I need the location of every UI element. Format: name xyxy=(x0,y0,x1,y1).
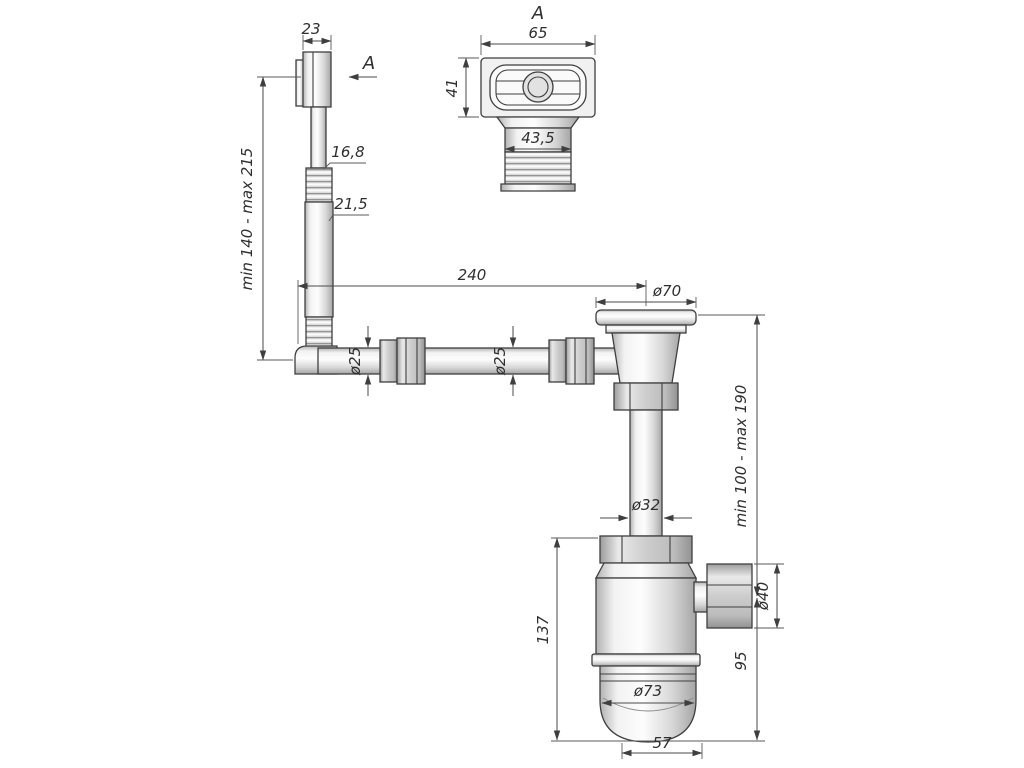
dim-41-label: 41 xyxy=(443,78,461,97)
dim-min140-max215-label: min 140 - max 215 xyxy=(238,148,256,291)
horizontal-pipe-run xyxy=(317,337,643,385)
dim-d32-label: ø32 xyxy=(631,496,660,514)
overflow-grate-section-view xyxy=(480,57,596,192)
dim-43-5-label: 43,5 xyxy=(521,129,554,147)
dim-d25-first-label: ø25 xyxy=(346,347,364,376)
overflow-assembly xyxy=(294,51,338,375)
union-nut-first xyxy=(379,337,426,385)
bottle-trap xyxy=(591,535,753,743)
union-nut-second xyxy=(548,337,595,385)
dim-95-label: 95 xyxy=(732,651,750,670)
section-view-title: A xyxy=(531,3,544,24)
dim-21-5-label: 21,5 xyxy=(334,195,367,213)
dim-137-label: 137 xyxy=(534,615,552,644)
dim-d70-label: ø70 xyxy=(652,282,681,300)
dim-d40-label: ø40 xyxy=(754,582,772,611)
section-arrow-label: A xyxy=(362,53,375,74)
dim-min100-max190-label: min 100 - max 190 xyxy=(732,385,750,528)
dim-23-label: 23 xyxy=(301,20,320,38)
dim-65-label: 65 xyxy=(528,24,547,42)
dim-240-label: 240 xyxy=(458,266,487,284)
dim-d73-label: ø73 xyxy=(633,682,662,700)
dim-d25-second-label: ø25 xyxy=(491,347,509,376)
dimension-labels: 23 A 16,8 21,5 min 140 - max 215 A 65 41… xyxy=(238,3,772,752)
side-outlet xyxy=(693,563,753,629)
dim-16-8-label: 16,8 xyxy=(331,143,364,161)
dim-57-label: 57 xyxy=(652,734,672,752)
dimension-lines xyxy=(257,35,784,759)
